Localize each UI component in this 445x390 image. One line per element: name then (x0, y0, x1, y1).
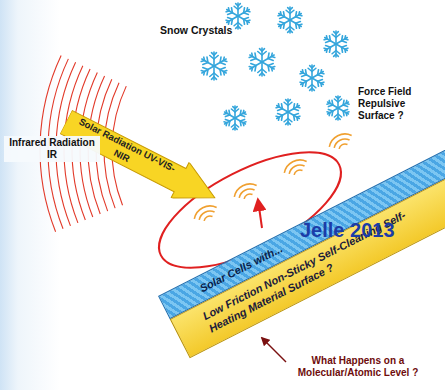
author-year: Jelle 2013 (300, 218, 440, 242)
leader-line (262, 338, 286, 362)
snow-crystal (326, 96, 350, 120)
force-field-arc (282, 156, 307, 173)
red-arrow (258, 200, 262, 228)
infrared-label: Infrared Radiation IR (4, 136, 100, 162)
snow-crystal (299, 65, 325, 91)
force-field-arc (338, 143, 347, 149)
force-field-arcs (192, 130, 352, 221)
snow-crystals (200, 3, 350, 130)
force-field-arc (232, 180, 257, 197)
question-note: What Happens on a Molecular/Atomic Level… (290, 355, 426, 379)
snow-label: Snow Crystals (160, 24, 250, 37)
snow-crystal (200, 52, 228, 80)
force-field-arc (203, 215, 212, 221)
force-field-arc (327, 130, 352, 147)
force-field-label: Force Field Repulsive Surface ? (358, 86, 442, 122)
snow-crystal (277, 7, 303, 33)
snow-crystal (248, 48, 276, 76)
snow-crystal (275, 99, 301, 125)
snow-crystal (323, 31, 349, 57)
force-field-arc (192, 202, 217, 219)
force-field-arc (243, 193, 252, 199)
snow-crystal (223, 106, 247, 130)
force-field-arc (293, 169, 302, 175)
